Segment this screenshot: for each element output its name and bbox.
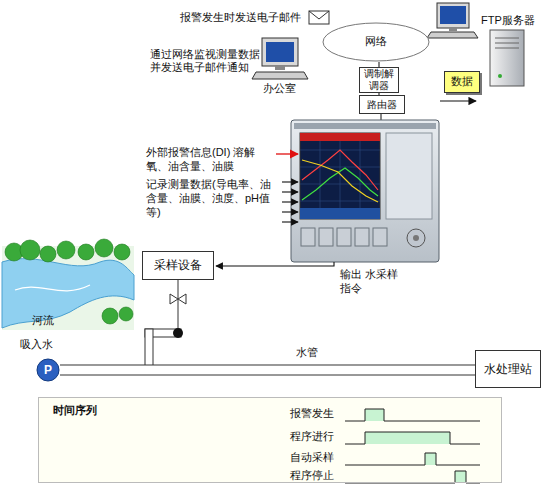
water-pipe <box>60 365 475 376</box>
timing-panel: 时间序列 <box>38 397 502 483</box>
network-cloud: 网络 <box>322 22 430 62</box>
annotation-label: 记录测量数据(导电率、油含量、油膜、浊度、pH值等) <box>146 178 280 219</box>
network-ellipse <box>323 23 429 61</box>
panel-title: 时间序列 <box>53 404 97 417</box>
annotation-label: 报警发生时发送电子邮件 <box>180 11 306 25</box>
annotation-label: FTP服务器 <box>481 14 543 28</box>
input-arrows <box>282 182 298 222</box>
node-label: P <box>44 363 52 377</box>
annotation-label: 外部报警信息(DI) 溶解氧、油含量、油膜 <box>146 146 276 174</box>
remote-computer <box>427 3 478 38</box>
annotation-label: 河流 <box>32 314 62 328</box>
edge-label: 水管 <box>294 346 320 360</box>
annotation-label: 程序进行 <box>250 430 334 444</box>
office-computer <box>252 38 308 79</box>
alarm-arrow <box>276 153 298 154</box>
envelope-icon <box>309 11 329 24</box>
pump-circle: P <box>36 358 60 382</box>
annotation-label: 自动采样 <box>250 451 334 465</box>
pump-body <box>37 359 59 381</box>
annotation-label: 吸入水 <box>20 338 66 352</box>
annotation-label: 程序停止 <box>250 469 334 483</box>
ftp-server <box>490 30 524 86</box>
panel-ground <box>38 397 502 483</box>
river <box>2 239 134 330</box>
annotation-label: 通过网络监视测量数据 并发送电子邮件通知 <box>150 48 262 74</box>
annotation-label: 报警发生 <box>250 407 334 421</box>
data-arrow <box>440 100 476 101</box>
node-label: 网络 <box>365 35 387 48</box>
recorder-device <box>291 120 439 262</box>
node-label: 数据 <box>451 75 473 88</box>
node-label: 采样设备 <box>154 258 202 272</box>
data-box: 数据 <box>444 71 480 93</box>
branch-pipe <box>145 280 186 368</box>
sampler-box: 采样设备 <box>142 251 214 280</box>
annotation-label: 办公室 <box>263 82 307 96</box>
treatment-station-box: 水处理站 <box>475 350 541 388</box>
pipe-interior <box>60 366 475 375</box>
modem-box: 调制解调器 <box>359 67 399 93</box>
timing-waveforms <box>345 409 480 483</box>
command-arrow <box>216 262 334 266</box>
annotation-label: 输出 水采样指令 <box>340 268 402 296</box>
router-box: 路由器 <box>359 95 405 114</box>
node-label: 水处理站 <box>484 362 532 376</box>
node-label: 路由器 <box>367 99 397 111</box>
node-label: 调制解调器 <box>360 68 398 92</box>
